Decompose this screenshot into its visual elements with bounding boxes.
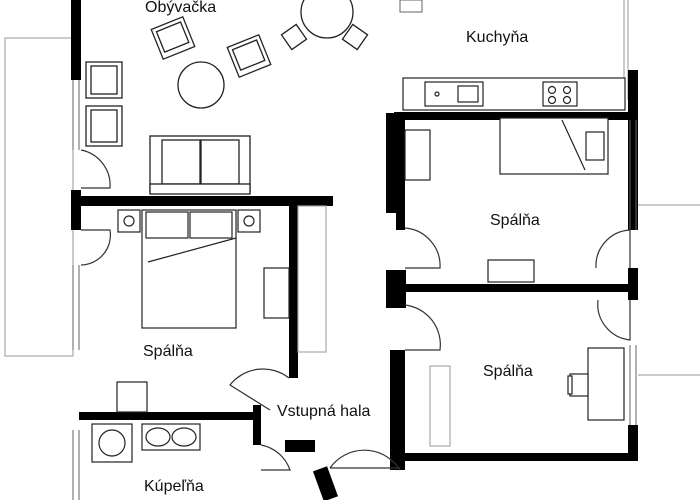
label-bathroom: Kúpeľňa bbox=[144, 478, 204, 495]
wall-left-upper bbox=[71, 0, 81, 80]
wall-bedroom-left-right bbox=[289, 196, 298, 378]
wall-bedrooms-divider bbox=[394, 284, 634, 292]
wardrobe-left bbox=[263, 267, 290, 319]
wall-right-upper bbox=[628, 70, 638, 230]
room-labels: Obývačka Kuchyňa Spálňa Spálňa Spálňa Vs… bbox=[143, 0, 540, 495]
dresser-left bbox=[116, 381, 148, 413]
desk-tr bbox=[487, 259, 535, 283]
stove bbox=[542, 81, 578, 107]
wall-hall-right-low bbox=[390, 350, 405, 470]
coffee-table bbox=[177, 61, 225, 109]
desk-chair bbox=[569, 373, 589, 397]
wall-right-mid bbox=[628, 268, 638, 300]
bedroom-br-furniture bbox=[429, 347, 625, 447]
door-bedroom-left-lower bbox=[229, 368, 290, 411]
wall-bedroom-left-top bbox=[71, 196, 333, 206]
living-furniture bbox=[85, 0, 369, 195]
label-kitchen: Kuchyňa bbox=[466, 29, 528, 46]
label-living: Obývačka bbox=[145, 0, 216, 16]
kitchen-counter bbox=[402, 77, 626, 111]
door-bathroom bbox=[260, 444, 291, 471]
label-hall: Vstupná hala bbox=[277, 403, 371, 420]
wall-bottom-right bbox=[400, 453, 638, 461]
windows bbox=[72, 0, 637, 500]
dining-table bbox=[300, 0, 354, 39]
door-living-left bbox=[80, 149, 111, 189]
door-bedroom-br bbox=[404, 304, 441, 351]
wall-bedroom-tr-left bbox=[396, 120, 405, 230]
wall-bedroom-tr-top bbox=[394, 112, 634, 120]
dining-chair-1 bbox=[280, 23, 308, 51]
wall-bathroom-top bbox=[79, 412, 257, 420]
walls bbox=[71, 0, 638, 500]
desk-br bbox=[587, 347, 625, 421]
door-swings bbox=[80, 149, 631, 471]
dining-chair-2 bbox=[341, 23, 369, 51]
door-bedroom-tr bbox=[404, 227, 441, 269]
wall-left-mid bbox=[71, 190, 81, 230]
door-bedroom-br-2 bbox=[597, 299, 631, 341]
wall-bathroom-right bbox=[253, 405, 261, 445]
wall-entry-right bbox=[312, 466, 338, 500]
door-bedroom-tr-2 bbox=[595, 229, 631, 269]
door-entry bbox=[329, 449, 401, 471]
label-bedroom-top-right: Spálňa bbox=[490, 212, 540, 229]
label-bedroom-left: Spálňa bbox=[143, 343, 193, 360]
door-bedroom-left bbox=[80, 229, 112, 266]
wall-right-low bbox=[628, 425, 638, 461]
label-bedroom-bottom-right: Spálňa bbox=[483, 363, 533, 380]
wall-hall-right-top bbox=[386, 113, 396, 213]
bedroom-left-furniture bbox=[116, 205, 327, 413]
wall-entry-left bbox=[285, 440, 315, 452]
bathroom-fixtures bbox=[91, 423, 201, 463]
wardrobe-tr bbox=[404, 129, 431, 181]
bedroom-tr-furniture bbox=[404, 117, 609, 283]
